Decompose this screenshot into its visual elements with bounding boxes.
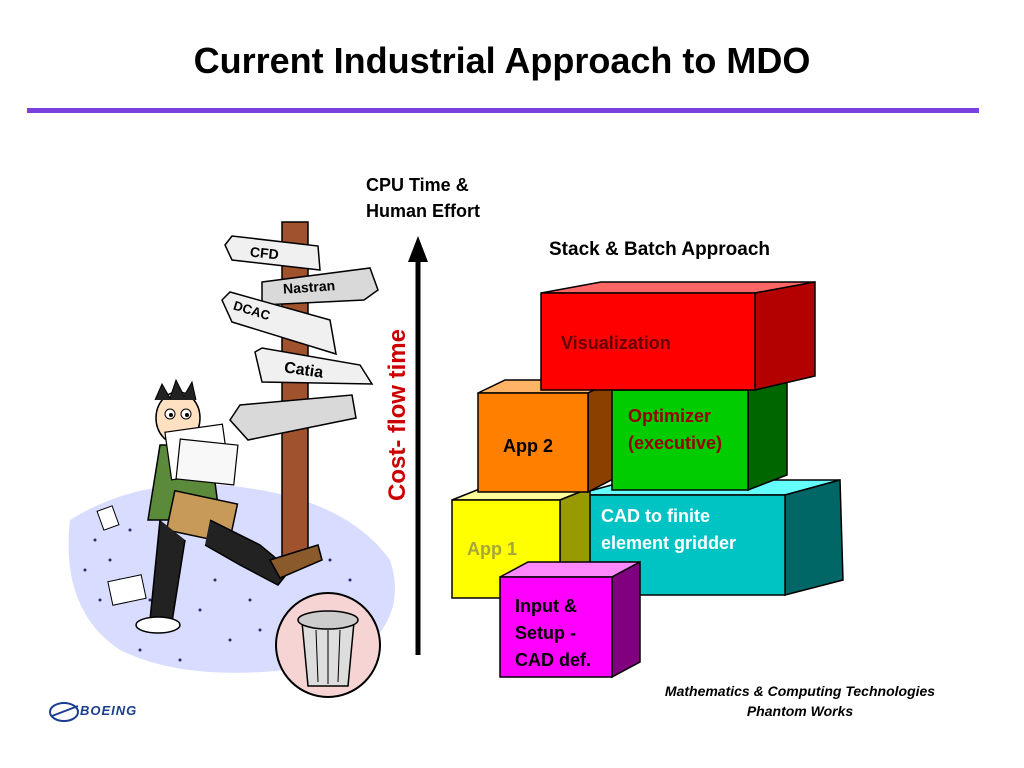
optimizer-label-line1: Optimizer [628, 406, 712, 426]
block-app2 [477, 378, 616, 494]
trash-can-icon [275, 592, 381, 698]
input-setup-label-line3: CAD def. [515, 650, 591, 670]
stack-title: Stack & Batch Approach [549, 239, 771, 260]
boeing-logo-icon [49, 702, 79, 722]
axis-label-line1: CPU Time & [366, 175, 469, 195]
cad-gridder-label: CAD to finite element gridder [601, 503, 736, 557]
sign-dcac [221, 291, 337, 356]
sign-blank [229, 394, 357, 441]
input-setup-label-line2: Setup - [515, 623, 576, 643]
app2-label: App 2 [503, 436, 554, 456]
input-setup-label: Input & Setup - CAD def. [515, 593, 591, 674]
footer-line1: Mathematics & Computing Technologies [664, 683, 936, 699]
optimizer-label: Optimizer (executive) [628, 403, 722, 457]
sign-cfd [224, 235, 321, 271]
block-input-setup [499, 560, 641, 679]
axis-label: CPU Time & Human Effort [366, 172, 480, 224]
optimizer-label-line2: (executive) [628, 433, 723, 453]
sign-catia [254, 347, 374, 385]
visualization-label: Visualization [561, 333, 671, 353]
cost-arrow [408, 236, 428, 655]
title-divider [27, 108, 979, 113]
boeing-logo-text: BOEING [80, 703, 138, 718]
page-title: Current Industrial Approach to MDO [193, 40, 811, 81]
footer-credit: Mathematics & Computing Technologies Pha… [620, 681, 980, 721]
footer-line2: Phantom Works [746, 703, 854, 719]
cad-gridder-label-line2: element gridder [601, 533, 737, 553]
block-visualization [540, 281, 816, 391]
axis-label-line2: Human Effort [366, 201, 480, 221]
sign-label-cfd: CFD [249, 243, 280, 263]
app1-label: App 1 [467, 539, 518, 559]
stressed-engineer-figure [96, 378, 323, 634]
signpost [221, 221, 379, 563]
cad-gridder-label-line1: CAD to finite [601, 506, 710, 526]
input-setup-label-line1: Input & [515, 596, 577, 616]
